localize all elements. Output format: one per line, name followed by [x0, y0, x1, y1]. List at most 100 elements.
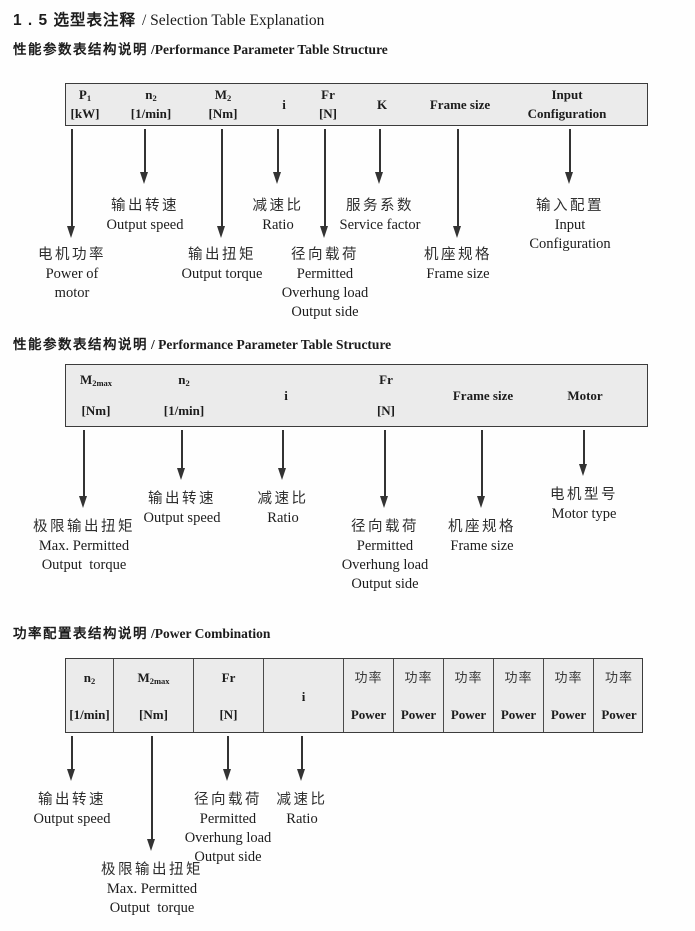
callout-label-cn: 极限输出扭矩 — [33, 519, 135, 535]
arrow-line — [277, 129, 279, 174]
column-symbol: 功率 — [404, 670, 433, 685]
column-symbol-subscript: 1 — [86, 93, 92, 103]
table-cell: i — [229, 84, 339, 125]
callout-label-cn: 减速比 — [252, 198, 304, 214]
column-unit: Power — [601, 707, 637, 722]
table-column: Frame size — [428, 365, 538, 426]
column-unit: Configuration — [527, 106, 607, 121]
callout-label-cn: 服务系数 — [346, 198, 414, 214]
table-cell: M2[Nm] — [168, 84, 278, 125]
table-cell: M2max[Nm] — [114, 659, 194, 732]
callout-label-en: Ratio — [262, 217, 294, 233]
column-symbol: K — [376, 96, 388, 112]
arrow-line — [181, 430, 183, 470]
arrow-head-icon — [79, 496, 87, 508]
column-symbol: n2 — [178, 372, 190, 388]
table-column: M2max[Nm] — [114, 659, 193, 732]
arrow-line — [227, 736, 229, 771]
table-cell: n2[1/min] — [96, 84, 206, 125]
column-symbol: i — [282, 96, 286, 112]
table-column: M2[Nm] — [168, 84, 278, 125]
section-heading-en: /Performance Parameter Table Structure — [151, 42, 388, 57]
page-title: 1 . 5 选型表注释/ Selection Table Explanation — [13, 8, 324, 30]
callout-label: 径向载荷 Permitted Overhung load Output side — [240, 246, 410, 322]
table-column: i — [231, 365, 341, 426]
table-column: Fr[N] — [273, 84, 383, 125]
column-symbol: M2max — [79, 372, 113, 388]
arrow-head-icon — [177, 468, 185, 480]
table-cell: Fr[N] — [331, 365, 441, 426]
callout-label-en: Frame size — [426, 266, 490, 282]
arrow-line — [83, 430, 85, 498]
arrow-head-icon — [217, 226, 225, 238]
callout-label-en: Output speed — [33, 811, 111, 827]
arrow-line — [324, 129, 326, 228]
column-symbol: M2max — [137, 670, 170, 686]
column-symbol: i — [284, 387, 288, 403]
callout-label-en: Output speed — [143, 510, 221, 526]
section-heading-1: 性能参数表结构说明/Performance Parameter Table St… — [13, 38, 388, 58]
callout-label-cn: 输入配置 — [536, 198, 604, 214]
callout-label-en: Permitted Overhung load Output side — [281, 266, 369, 320]
arrow-head-icon — [565, 172, 573, 184]
table-cell: K — [327, 84, 437, 125]
arrow-line — [71, 129, 73, 228]
callout-label-en: Permitted Overhung load Output side — [184, 811, 272, 865]
section-heading-cn: 性能参数表结构说明 — [13, 42, 148, 57]
column-unit: [N] — [219, 707, 238, 722]
column-symbol: 功率 — [554, 670, 583, 685]
callout-label-cn: 极限输出扭矩 — [101, 862, 203, 878]
column-unit: [N] — [376, 403, 396, 418]
table-cell: Fr[N] — [273, 84, 383, 125]
callout-label: 极限输出扭矩 Max. Permitted Output torque — [0, 518, 169, 575]
callout-label-en: Power of motor — [45, 266, 99, 301]
arrow-head-icon — [477, 496, 485, 508]
arrow-line — [221, 129, 223, 228]
table-column: P1[kW] — [30, 84, 140, 125]
callout-label-en: Input Configuration — [529, 217, 611, 252]
arrow-head-icon — [278, 468, 286, 480]
column-symbol-subscript: 2max — [92, 378, 113, 388]
callout-label-cn: 径向载荷 — [194, 792, 262, 808]
column-symbol-subscript: 2 — [90, 676, 96, 686]
arrow-head-icon — [223, 769, 231, 781]
column-symbol-subscript: 2 — [152, 93, 157, 103]
callout-label-en: Frame size — [450, 538, 514, 554]
arrow-line — [71, 736, 73, 771]
page-title-en: / Selection Table Explanation — [141, 12, 325, 29]
callout-label-en: Service factor — [339, 217, 421, 233]
arrow-line — [301, 736, 303, 771]
column-unit: [Nm] — [81, 403, 111, 418]
column-unit: [1/min] — [130, 106, 172, 121]
callout-label-cn: 径向载荷 — [291, 247, 359, 263]
callout-label-cn: 减速比 — [257, 491, 309, 507]
arrow-line — [569, 129, 571, 174]
table-column: Fr[N] — [331, 365, 441, 426]
column-unit: Power — [450, 707, 487, 722]
column-unit: [1/min] — [163, 403, 205, 418]
callout-label-en: Permitted Overhung load Output side — [341, 538, 429, 592]
column-unit: [1/min] — [69, 707, 110, 722]
section-heading-en: / Performance Parameter Table Structure — [151, 337, 392, 352]
table-cell: Fr[N] — [194, 659, 264, 732]
callout-label-en: Max. Permitted Output torque — [38, 538, 130, 573]
section-heading-cn: 性能参数表结构说明 — [13, 337, 148, 352]
